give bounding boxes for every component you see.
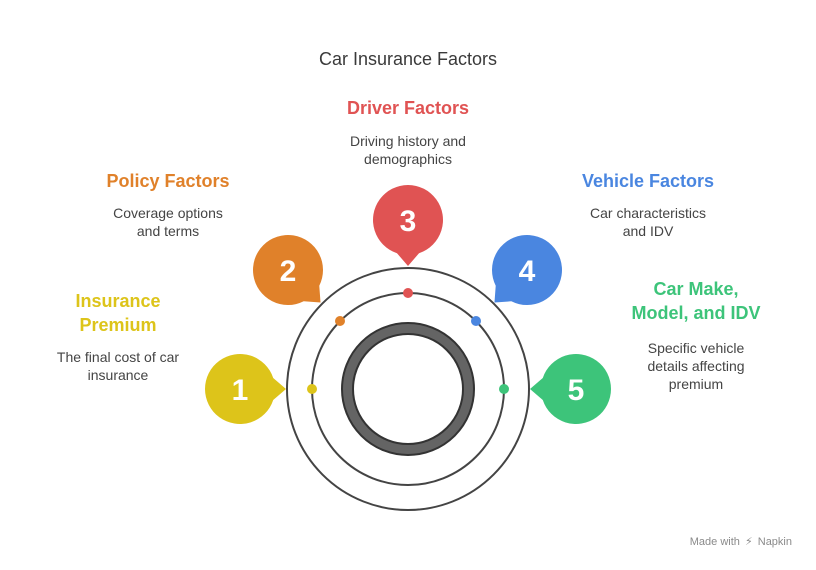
tire-inner-edge xyxy=(352,333,464,445)
ring-marker-dot-5 xyxy=(499,384,509,394)
ring-marker-dot-2 xyxy=(335,316,345,326)
factor-bubble-2 xyxy=(252,234,324,305)
factor-number-1: 1 xyxy=(232,374,249,407)
factor-label-2: Policy Factors xyxy=(106,171,230,191)
outer-ring xyxy=(286,267,530,511)
factor-bubble-5 xyxy=(530,354,611,424)
factor-bubble-3 xyxy=(373,184,443,266)
factor-number-2: 2 xyxy=(280,255,297,288)
ring-marker-dot-3 xyxy=(403,288,413,298)
factor-number-4: 4 xyxy=(519,255,536,288)
diagram-title: Car Insurance Factors xyxy=(318,49,498,69)
watermark-brand: Napkin xyxy=(757,536,792,548)
napkin-logo-icon: ⚡ xyxy=(744,536,753,548)
factor-bubble-1 xyxy=(205,354,286,425)
ring-marker-dot-1 xyxy=(307,384,317,394)
factor-label-5: Car Make,Model, and IDV xyxy=(631,279,761,323)
factor-bubble-4 xyxy=(492,234,562,305)
napkin-watermark: Made with ⚡ Napkin xyxy=(690,535,792,548)
ring-marker-dot-4 xyxy=(471,316,481,326)
factor-label-3: Driver Factors xyxy=(346,98,470,118)
watermark-prefix: Made with xyxy=(689,536,740,548)
factor-number-5: 5 xyxy=(568,374,585,407)
factor-label-4: Vehicle Factors xyxy=(581,171,715,191)
factor-number-3: 3 xyxy=(400,205,417,238)
